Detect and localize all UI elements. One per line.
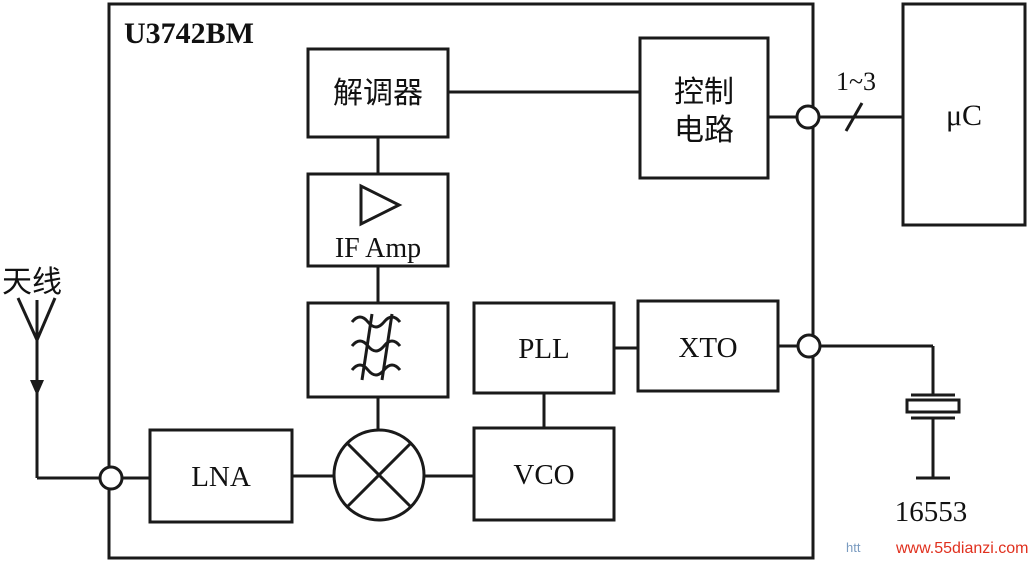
xto-label: XTO [678,332,737,364]
control-label-line1: 控制 [674,75,734,110]
microcontroller-block [901,2,1027,227]
chip-name: U3742BM [124,17,254,50]
demodulator-block [306,47,450,139]
signal-wires [35,90,935,480]
lna-label: LNA [191,461,251,493]
data-output-pin [795,104,821,130]
filter-wave-icon [350,313,402,381]
bus-width-label: 1~3 [836,67,876,96]
bus-slash-icon [844,102,864,132]
xto-block [636,299,780,393]
demodulator-label: 解调器 [333,76,423,111]
pll-block [472,301,616,395]
crystal-pin [796,333,822,359]
pll-label: PLL [518,333,570,365]
lna-block [148,428,294,524]
if-amp-block [306,172,450,268]
antenna-icon [16,297,57,396]
crystal-icon [905,393,961,480]
control-circuit-block [638,36,770,180]
if-amp-label: IF Amp [335,233,421,264]
crystal-label: 16553 [895,496,968,528]
watermark-url: www.55dianzi.com [895,540,1029,557]
vco-block [472,426,616,522]
rf-input-pin [98,465,124,491]
watermark-prefix: htt [846,540,861,555]
antenna-label: 天线 [2,265,62,300]
microcontroller-label: μC [946,99,982,132]
mixer-icon [332,428,426,522]
amplifier-triangle-icon [359,183,403,227]
vco-label: VCO [513,459,574,491]
control-label-line2: 电路 [674,113,734,148]
